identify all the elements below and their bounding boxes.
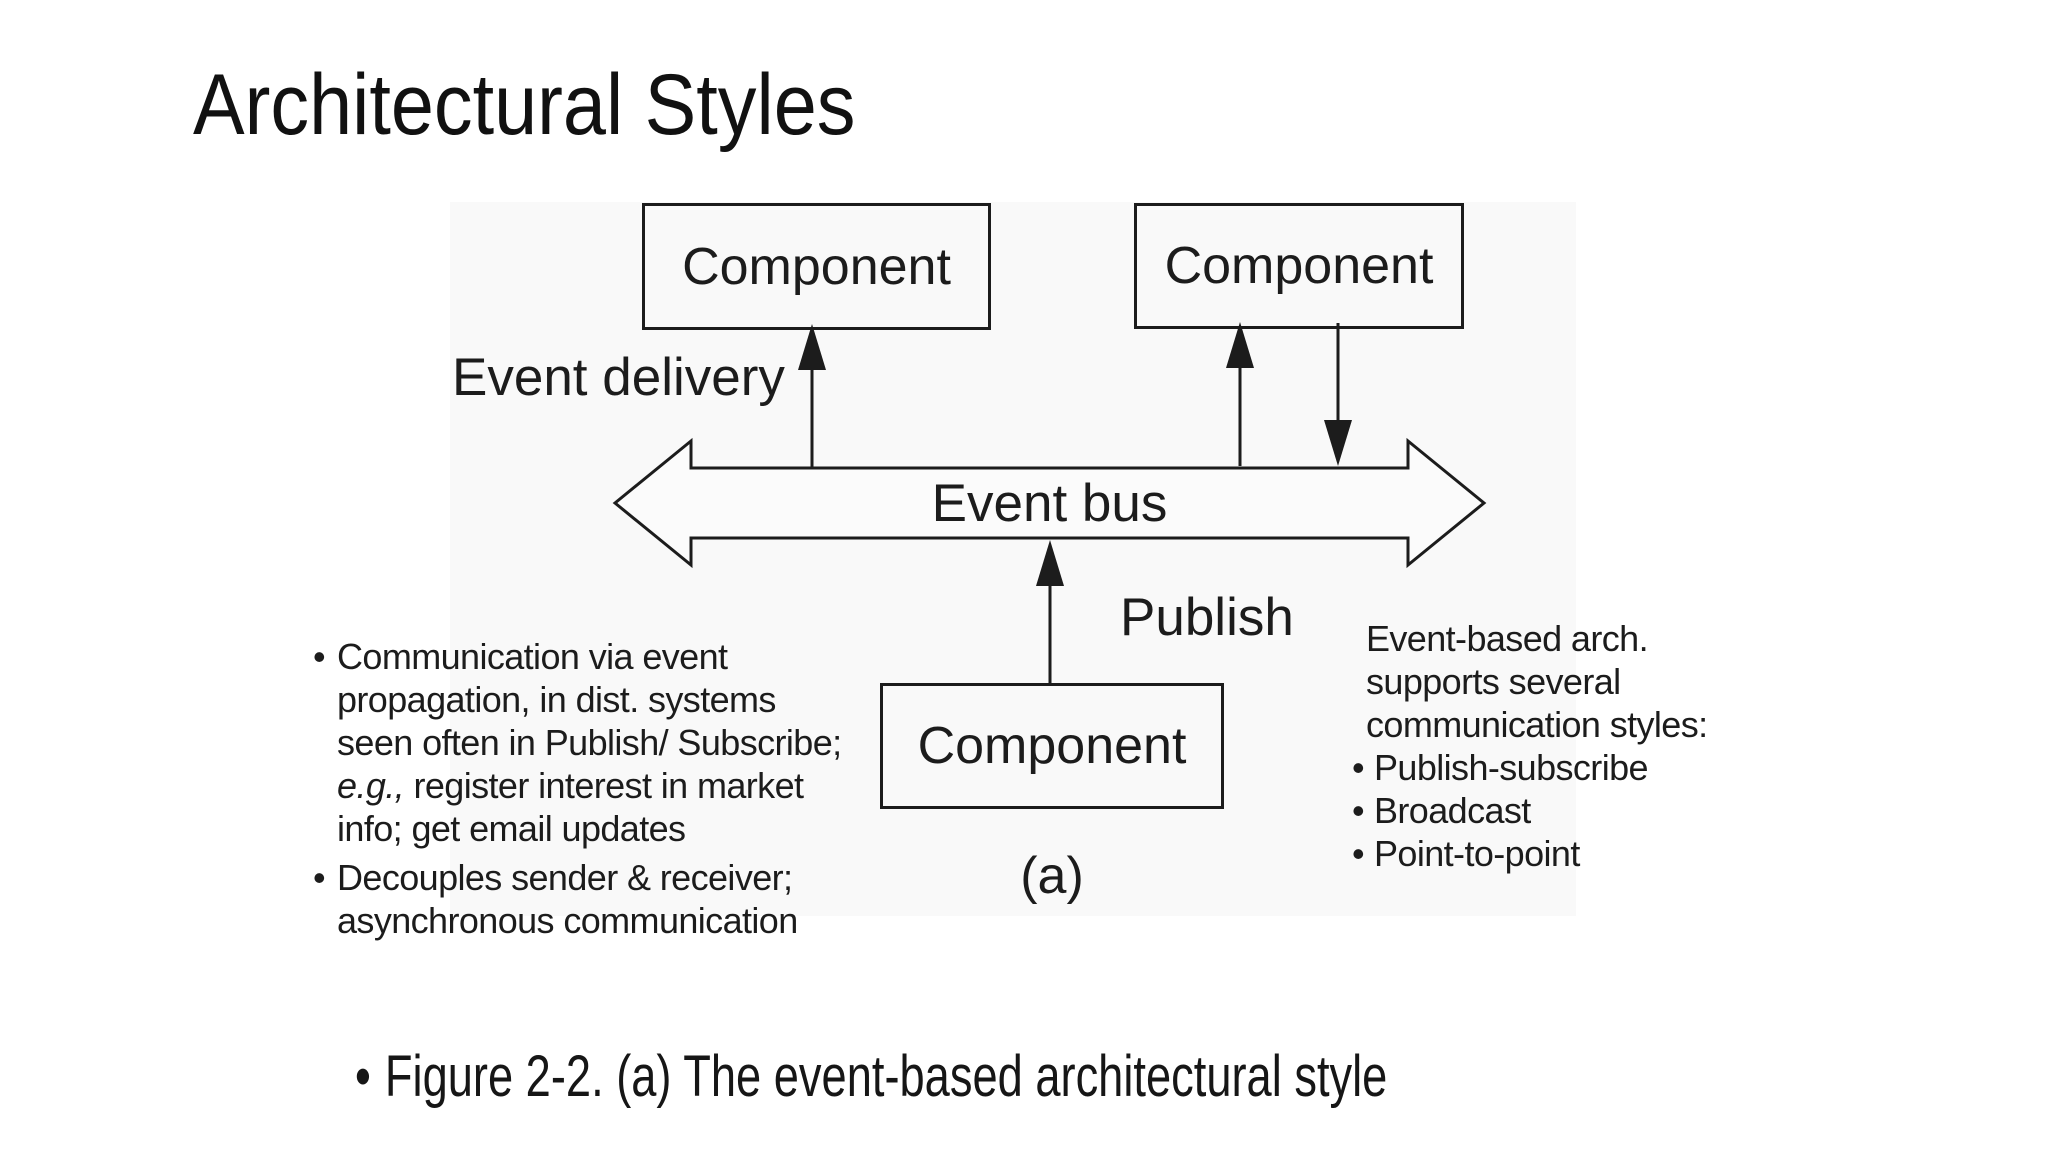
component-box-bottom: Component (880, 683, 1224, 809)
figure-caption: •Figure 2-2. (a) The event-based archite… (355, 1044, 1387, 1111)
left-notes-paragraph-1: • Communication via event propagation, in… (313, 635, 842, 850)
bullet-dot: • (355, 1044, 371, 1109)
bullet-dot: • (1352, 790, 1365, 831)
event-delivery-label: Event delivery (452, 348, 785, 407)
note-line: supports several (1366, 661, 1621, 702)
note-line: info; get email updates (337, 808, 686, 849)
component-label: Component (917, 717, 1187, 775)
slide-title: Architectural Styles (193, 57, 856, 153)
note-line: communication styles: (1366, 704, 1708, 745)
figure-caption-text: Figure 2-2. (a) The event-based architec… (384, 1044, 1388, 1109)
note-line: • Decouples sender & receiver; (313, 856, 842, 899)
note-text-italic: e.g., (337, 765, 405, 806)
right-notes: Event-based arch. supports several commu… (1352, 617, 1708, 875)
bullet-dot: • (1352, 747, 1365, 788)
component-label: Component (682, 237, 951, 296)
note-text: Decouples sender & receiver; (337, 857, 793, 898)
note-text: register interest in market (404, 765, 804, 806)
component-label: Component (1164, 237, 1434, 295)
note-text: Communication via event (337, 636, 728, 677)
component-box-top-right: Component (1134, 203, 1464, 329)
left-notes-paragraph-2: • Decouples sender & receiver; asynchrono… (313, 856, 842, 942)
event-bus-label: Event bus (931, 473, 1168, 533)
note-line: propagation, in dist. systems (337, 679, 776, 720)
note-line: • Communication via event (313, 635, 842, 678)
note-text: Publish-subscribe (1374, 747, 1649, 788)
note-line: •Broadcast (1352, 789, 1708, 832)
note-text: Point-to-point (1374, 833, 1580, 874)
bullet-dot: • (313, 636, 326, 677)
bullet-dot: • (1352, 833, 1365, 874)
bullet-dot: • (313, 857, 326, 898)
publish-label: Publish (1120, 588, 1294, 647)
note-line: asynchronous communication (337, 900, 798, 941)
left-notes: • Communication via event propagation, in… (313, 635, 842, 942)
note-line: e.g., register interest in market (313, 764, 842, 807)
subfigure-label: (a) (1020, 847, 1084, 905)
note-line: •Point-to-point (1352, 832, 1708, 875)
note-line: •Publish-subscribe (1352, 746, 1708, 789)
note-text: Broadcast (1374, 790, 1531, 831)
note-line: seen often in Publish/ Subscribe; (337, 722, 842, 763)
note-line: Event-based arch. (1366, 618, 1649, 659)
component-box-top-left: Component (642, 203, 991, 330)
